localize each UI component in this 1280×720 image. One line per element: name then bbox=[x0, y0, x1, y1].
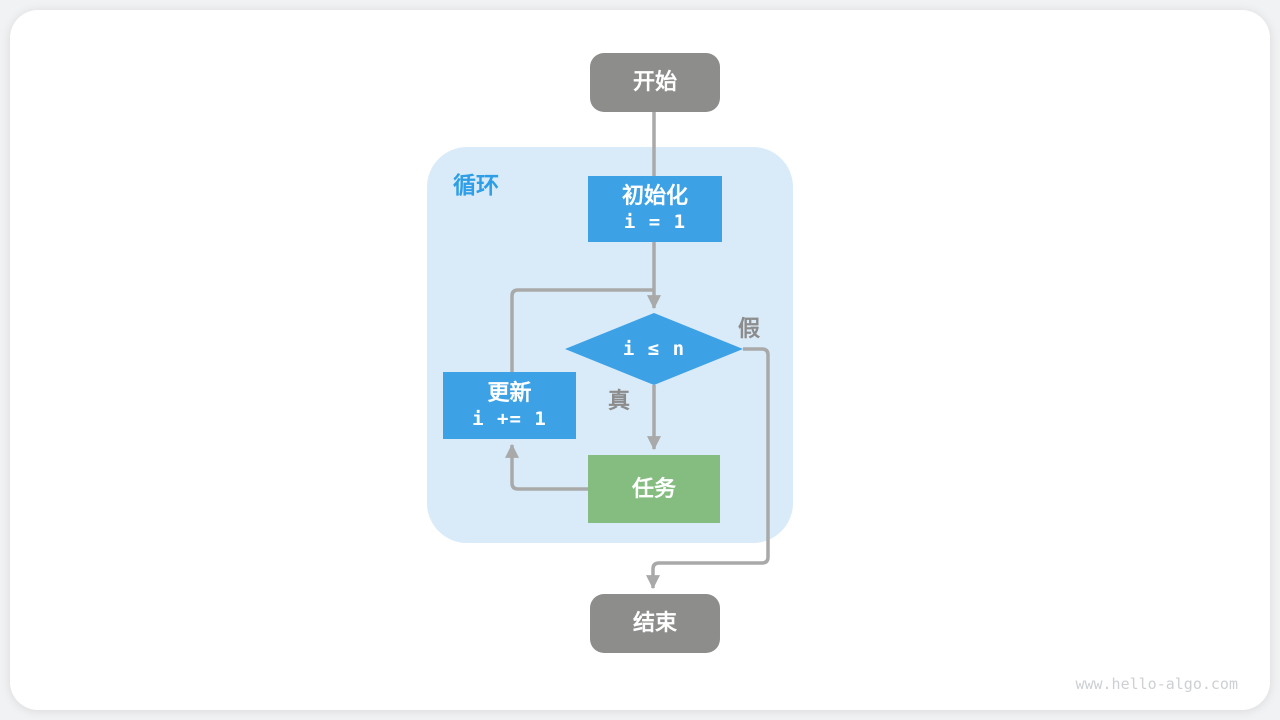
node-init-title: 初始化 bbox=[621, 184, 688, 209]
node-task-label: 任务 bbox=[631, 476, 676, 502]
node-update-code: i += 1 bbox=[472, 407, 547, 430]
node-end-label: 结束 bbox=[632, 611, 677, 636]
node-end: 结束 bbox=[590, 594, 720, 653]
edge-update-loopback bbox=[510, 288, 654, 372]
edge-label-false: 假 bbox=[738, 317, 761, 342]
node-condition-code: i ≤ n bbox=[622, 337, 686, 360]
loop-label: 循环 bbox=[453, 173, 499, 199]
edge-task-to-update bbox=[505, 443, 588, 491]
node-start: 开始 bbox=[590, 53, 720, 112]
node-init-code: i = 1 bbox=[623, 211, 687, 233]
watermark: www.hello-algo.com bbox=[1075, 675, 1238, 693]
node-update: 更新 i += 1 bbox=[443, 372, 576, 439]
node-update-title: 更新 bbox=[487, 380, 532, 406]
node-init: 初始化 i = 1 bbox=[588, 176, 722, 242]
edge-condition-false-to-end bbox=[646, 347, 770, 590]
edge-label-true: 真 bbox=[608, 389, 631, 414]
node-start-label: 开始 bbox=[632, 70, 677, 95]
node-task: 任务 bbox=[588, 455, 720, 523]
